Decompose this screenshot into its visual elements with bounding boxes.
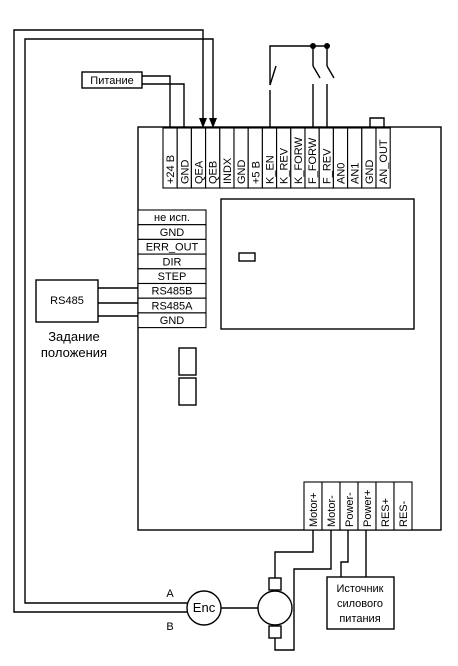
left-terminal-label: STEP <box>158 271 187 283</box>
bottom-terminal-label: RES+ <box>380 498 392 527</box>
switch-f-rev <box>326 65 335 128</box>
top-terminal-label: INDX <box>222 157 234 184</box>
left-terminal-label: RS485A <box>152 300 194 312</box>
top-terminal-label: AN_OUT <box>378 139 390 184</box>
top-terminal-label: GND <box>236 160 248 185</box>
bottom-terminal-label: Motor+ <box>308 492 320 527</box>
channel-b-label: B <box>166 621 173 633</box>
power-source-line1: Источник <box>337 583 384 595</box>
top-terminal-label: K_FORW <box>293 137 305 184</box>
wire-encoder-b <box>24 38 214 604</box>
bottom-terminal-label: Power- <box>344 492 356 527</box>
power-supply-label: Питание <box>90 75 133 87</box>
left-terminal-block: не исп. GND ERR_OUT DIR STEP RS485B RS485A GND <box>137 209 207 329</box>
top-terminal-cell <box>375 127 391 189</box>
bottom-terminal-label: RES- <box>398 500 410 527</box>
left-terminal-label: GND <box>160 227 185 239</box>
top-terminal-label: AN1 <box>350 163 362 184</box>
wire-power-minus <box>340 530 349 577</box>
arrow-qeb <box>209 118 217 128</box>
controller-inner-panel <box>220 198 415 330</box>
left-terminal-cell <box>137 312 207 329</box>
top-terminal-label: F_FORW <box>307 137 319 184</box>
top-terminal-label: +5 B <box>250 161 262 184</box>
rs485-box <box>35 279 99 323</box>
wire-motor-plus <box>274 530 314 578</box>
bottom-terminal-label: Motor- <box>326 495 338 527</box>
motor-brush-top <box>268 577 282 591</box>
top-terminal-label: QEA <box>194 160 206 184</box>
bottom-terminal-label: Power+ <box>362 489 374 527</box>
connector-slot-1 <box>178 347 197 376</box>
left-terminal-label: DIR <box>163 256 182 268</box>
top-terminal-label: F_REV <box>321 148 333 184</box>
power-source-box <box>326 576 395 630</box>
arrow-qea <box>199 118 207 128</box>
left-terminal-label: RS485B <box>152 286 193 298</box>
motor-brush-bottom <box>268 625 282 639</box>
power-supply-box <box>81 71 143 89</box>
top-terminal-label: K_EN <box>265 155 277 184</box>
wire-24v <box>142 75 171 128</box>
switch-k-en <box>269 65 277 128</box>
power-source-line2: силового <box>337 598 383 610</box>
wire-an-out <box>369 117 385 128</box>
junction-node-2 <box>324 43 330 49</box>
wire-motor-minus <box>274 530 332 651</box>
left-terminal-label: ERR_OUT <box>146 242 199 254</box>
top-terminal-label: +24 B <box>165 155 177 184</box>
position-setting-label-line2: положения <box>41 345 107 360</box>
top-terminal-label: GND <box>179 160 191 185</box>
top-terminal-label: AN0 <box>336 163 348 184</box>
led-indicator <box>238 252 256 262</box>
bottom-terminal-block: Motor+ Motor- Power- Power+ RES+ RES- <box>303 481 413 531</box>
rs485-label: RS485 <box>50 295 84 307</box>
position-setting-label-line1: Задание <box>48 329 100 344</box>
wire-encoder-a <box>13 29 204 613</box>
left-terminal-label: не исп. <box>154 212 190 224</box>
top-terminal-label: QEB <box>208 161 220 184</box>
top-terminal-label: K_REV <box>279 147 291 184</box>
junction-node-1 <box>310 43 316 49</box>
motor <box>257 590 293 626</box>
channel-a-label: A <box>166 588 174 600</box>
encoder-label: Enc <box>193 600 216 615</box>
top-terminal-label: GND <box>364 160 376 185</box>
bottom-terminal-cell <box>393 481 413 531</box>
left-terminal-label: GND <box>160 315 185 327</box>
switch-bus-wire <box>269 45 328 85</box>
power-source-line3: питания <box>339 613 380 625</box>
connector-slot-2 <box>178 377 197 406</box>
switch-f-forw <box>312 65 321 128</box>
wire-gnd-power <box>142 83 185 128</box>
